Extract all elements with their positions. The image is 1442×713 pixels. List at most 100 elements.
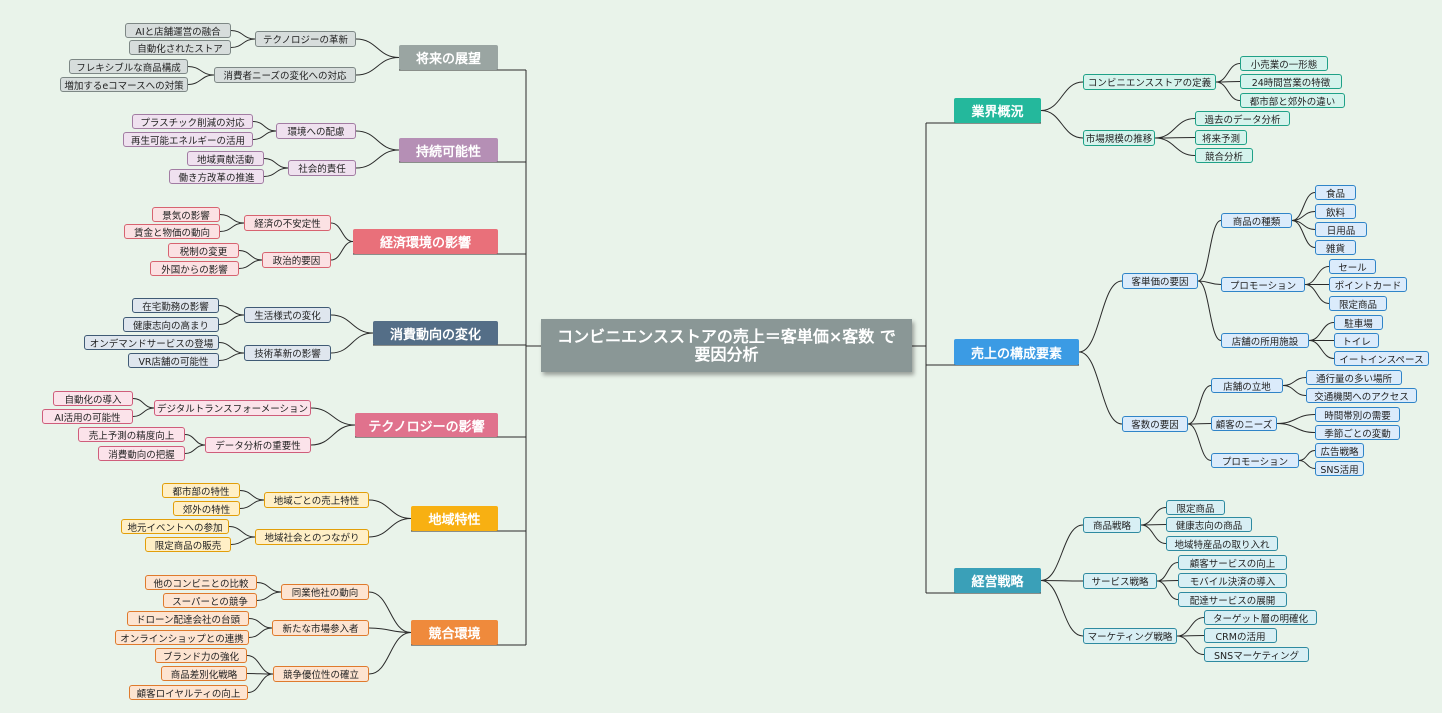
branch-b9[interactable]: 売上の構成要素 <box>954 339 1079 365</box>
branch-b5[interactable]: テクノロジーの影響 <box>355 413 498 437</box>
leaf-b3-1-1[interactable]: 外国からの影響 <box>150 261 239 276</box>
leaf4-b9-1-1-1[interactable]: 季節ごとの変動 <box>1315 425 1400 440</box>
leaf-b8-1-2[interactable]: 競合分析 <box>1195 148 1253 163</box>
subtopic-b7-0[interactable]: 同業他社の動向 <box>281 584 369 600</box>
subtopic-b1-0[interactable]: テクノロジーの革新 <box>255 31 356 47</box>
leaf-b5-1-0[interactable]: 売上予測の精度向上 <box>78 427 185 442</box>
subtopic-b2-0[interactable]: 環境への配慮 <box>276 123 356 139</box>
leaf-b6-1-0[interactable]: 地元イベントへの参加 <box>121 519 229 534</box>
subtopic-b4-1[interactable]: 技術革新の影響 <box>244 345 331 361</box>
branch-b6[interactable]: 地域特性 <box>411 506 498 531</box>
leaf-b8-0-2[interactable]: 都市部と郊外の違い <box>1240 93 1345 108</box>
branch-b4[interactable]: 消費動向の変化 <box>373 321 498 345</box>
leaf4-b9-0-0-2[interactable]: 日用品 <box>1315 222 1367 237</box>
leaf-b9-0-0[interactable]: 商品の種類 <box>1221 213 1292 228</box>
leaf-b10-0-2[interactable]: 地域特産品の取り入れ <box>1166 536 1278 551</box>
subtopic-b5-0[interactable]: デジタルトランスフォーメーション <box>154 400 311 416</box>
subtopic-b7-2[interactable]: 競争優位性の確立 <box>273 666 369 682</box>
leaf-b7-1-1[interactable]: オンラインショップとの連携 <box>115 630 249 645</box>
leaf-b8-1-1[interactable]: 将来予測 <box>1195 130 1247 145</box>
leaf-b3-0-0[interactable]: 景気の影響 <box>152 207 220 222</box>
leaf-b1-0-0[interactable]: AIと店舗運営の融合 <box>125 23 231 38</box>
leaf-b7-2-0[interactable]: ブランド力の強化 <box>155 648 247 663</box>
leaf4-b9-0-1-1[interactable]: ポイントカード <box>1329 277 1407 292</box>
branch-b8[interactable]: 業界概況 <box>954 98 1041 123</box>
leaf-b10-1-2[interactable]: 配達サービスの展開 <box>1178 592 1287 607</box>
leaf-b10-2-1[interactable]: CRMの活用 <box>1204 628 1277 643</box>
leaf-b4-1-1[interactable]: VR店舗の可能性 <box>128 353 219 368</box>
leaf4-b9-1-0-1[interactable]: 交通機関へのアクセス <box>1306 388 1417 403</box>
leaf-b8-1-0[interactable]: 過去のデータ分析 <box>1195 111 1290 126</box>
leaf-b8-0-0[interactable]: 小売業の一形態 <box>1240 56 1328 71</box>
leaf4-b9-1-2-0[interactable]: 広告戦略 <box>1315 443 1364 458</box>
subtopic-b10-2[interactable]: マーケティング戦略 <box>1083 628 1177 644</box>
leaf-b7-2-2[interactable]: 顧客ロイヤルティの向上 <box>129 685 248 700</box>
subtopic-b1-1[interactable]: 消費者ニーズの変化への対応 <box>214 67 356 83</box>
leaf-b10-2-0[interactable]: ターゲット層の明確化 <box>1204 610 1317 625</box>
leaf-b1-1-1[interactable]: 増加するeコマースへの対策 <box>60 77 188 92</box>
leaf-b2-0-1[interactable]: 再生可能エネルギーの活用 <box>123 132 253 147</box>
subtopic-b10-1[interactable]: サービス戦略 <box>1083 573 1157 589</box>
leaf-b7-1-0[interactable]: ドローン配達会社の台頭 <box>127 611 249 626</box>
leaf4-b9-0-1-0[interactable]: セール <box>1329 259 1376 274</box>
subtopic-b10-0[interactable]: 商品戦略 <box>1083 517 1141 533</box>
leaf4-b9-0-2-1[interactable]: トイレ <box>1334 333 1379 348</box>
leaf-b10-1-1[interactable]: モバイル決済の導入 <box>1178 573 1287 588</box>
subtopic-b3-1[interactable]: 政治的要因 <box>262 252 331 268</box>
leaf-b9-0-1[interactable]: プロモーション <box>1221 277 1305 292</box>
leaf4-b9-1-0-0[interactable]: 通行量の多い場所 <box>1306 370 1402 385</box>
subtopic-b6-0[interactable]: 地域ごとの売上特性 <box>264 492 369 508</box>
leaf-b4-0-1[interactable]: 健康志向の高まり <box>123 317 219 332</box>
leaf-b10-2-2[interactable]: SNSマーケティング <box>1204 647 1309 662</box>
leaf4-b9-1-2-1[interactable]: SNS活用 <box>1315 461 1364 476</box>
central-topic[interactable]: コンビニエンスストアの売上＝客単価×客数 で要因分析 <box>541 319 912 372</box>
leaf-b1-1-0[interactable]: フレキシブルな商品構成 <box>69 59 188 74</box>
leaf-b9-0-2[interactable]: 店舗の所用施設 <box>1221 333 1309 348</box>
leaf4-b9-0-0-1[interactable]: 飲料 <box>1315 204 1356 219</box>
leaf-b7-0-0[interactable]: 他のコンビニとの比較 <box>145 575 257 590</box>
leaf-b3-0-1[interactable]: 賃金と物価の動向 <box>124 224 220 239</box>
subtopic-b7-1[interactable]: 新たな市場参入者 <box>272 620 369 636</box>
subtopic-b8-1[interactable]: 市場規模の推移 <box>1083 130 1155 146</box>
leaf-b5-0-0[interactable]: 自動化の導入 <box>53 391 133 406</box>
branch-b3[interactable]: 経済環境の影響 <box>353 229 498 254</box>
leaf-b8-0-1[interactable]: 24時間営業の特徴 <box>1240 74 1342 89</box>
branch-b1[interactable]: 将来の展望 <box>399 45 498 70</box>
leaf-b2-1-0[interactable]: 地域貢献活動 <box>187 151 264 166</box>
leaf-b6-1-1[interactable]: 限定商品の販売 <box>145 537 231 552</box>
leaf-b1-0-1[interactable]: 自動化されたストア <box>129 40 231 55</box>
leaf4-b9-0-1-2[interactable]: 限定商品 <box>1329 296 1387 311</box>
leaf-b3-1-0[interactable]: 税制の変更 <box>168 243 239 258</box>
subtopic-b3-0[interactable]: 経済の不安定性 <box>244 215 331 231</box>
subtopic-b4-0[interactable]: 生活様式の変化 <box>244 307 331 323</box>
leaf-b10-0-1[interactable]: 健康志向の商品 <box>1166 517 1252 532</box>
leaf-b5-0-1[interactable]: AI活用の可能性 <box>42 409 133 424</box>
leaf4-b9-1-1-0[interactable]: 時間帯別の需要 <box>1315 407 1400 422</box>
leaf-b6-0-1[interactable]: 郊外の特性 <box>173 501 240 516</box>
leaf-b4-1-0[interactable]: オンデマンドサービスの登場 <box>84 335 219 350</box>
subtopic-b8-0[interactable]: コンビニエンスストアの定義 <box>1083 74 1216 90</box>
leaf-b9-1-2[interactable]: プロモーション <box>1211 453 1299 468</box>
leaf-b2-0-0[interactable]: プラスチック削減の対応 <box>132 114 253 129</box>
leaf4-b9-0-2-0[interactable]: 駐車場 <box>1334 315 1383 330</box>
leaf-b4-0-0[interactable]: 在宅勤務の影響 <box>132 298 219 313</box>
branch-b7[interactable]: 競合環境 <box>411 620 498 645</box>
subtopic-b2-1[interactable]: 社会的責任 <box>288 160 356 176</box>
leaf-b10-1-0[interactable]: 顧客サービスの向上 <box>1178 555 1287 570</box>
branch-b10[interactable]: 経営戦略 <box>954 568 1041 593</box>
subtopic-b9-0[interactable]: 客単価の要因 <box>1122 273 1198 289</box>
subtopic-b6-1[interactable]: 地域社会とのつながり <box>255 529 369 545</box>
leaf-b5-1-1[interactable]: 消費動向の把握 <box>98 446 185 461</box>
leaf-b10-0-0[interactable]: 限定商品 <box>1166 500 1225 515</box>
leaf4-b9-0-0-0[interactable]: 食品 <box>1315 185 1356 200</box>
leaf-b7-2-1[interactable]: 商品差別化戦略 <box>161 666 247 681</box>
branch-b2[interactable]: 持続可能性 <box>399 138 498 162</box>
leaf-b9-1-0[interactable]: 店舗の立地 <box>1211 378 1283 393</box>
leaf-b6-0-0[interactable]: 都市部の特性 <box>162 483 240 498</box>
leaf-b7-0-1[interactable]: スーパーとの競争 <box>163 593 257 608</box>
leaf4-b9-0-2-2[interactable]: イートインスペース <box>1334 351 1429 366</box>
leaf-b9-1-1[interactable]: 顧客のニーズ <box>1211 416 1277 431</box>
subtopic-b9-1[interactable]: 客数の要因 <box>1122 416 1188 432</box>
leaf4-b9-0-0-3[interactable]: 雑貨 <box>1315 240 1356 255</box>
leaf-b2-1-1[interactable]: 働き方改革の推進 <box>169 169 264 184</box>
